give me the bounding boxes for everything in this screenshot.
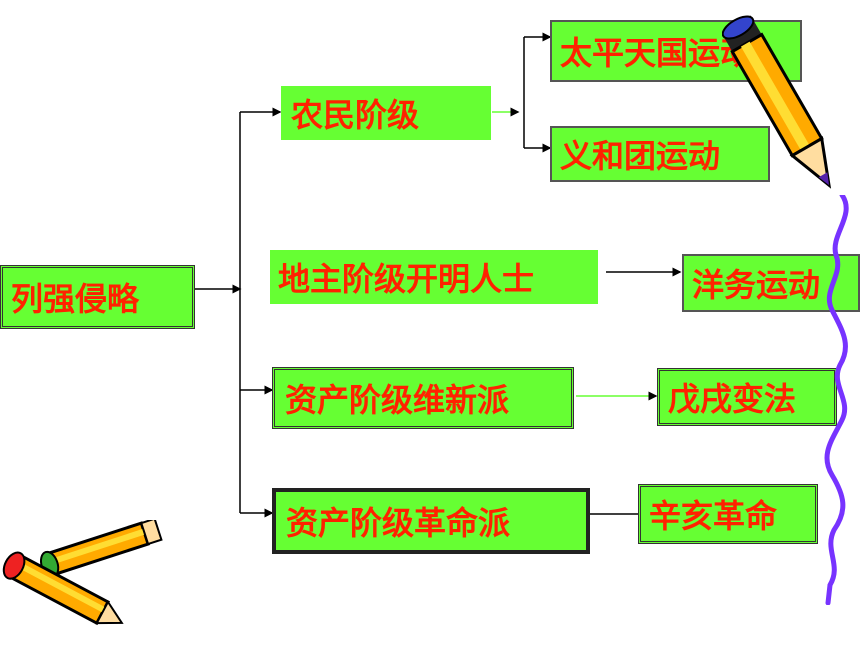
class-box-reformist: 资产阶级维新派 — [272, 367, 574, 429]
crossed-pencils-icon — [2, 520, 163, 626]
result-label-taiping: 太平天国运动 — [560, 34, 753, 72]
result-label-xinhai: 辛亥革命 — [649, 497, 778, 535]
squiggle-line-icon — [824, 195, 849, 605]
result-label-selfstrengthening: 洋务运动 — [692, 266, 821, 304]
class-box-peasant: 农民阶级 — [281, 86, 491, 140]
result-label-boxer: 义和团运动 — [560, 137, 721, 175]
class-label-landlord: 地主阶级开明人士 — [278, 260, 535, 298]
class-label-revolutionary: 资产阶级革命派 — [286, 504, 511, 542]
root-box: 列强侵略 — [0, 265, 195, 329]
pencil-icon — [722, 15, 832, 189]
result-label-wuxu: 戊戌变法 — [668, 380, 797, 418]
class-box-landlord: 地主阶级开明人士 — [270, 250, 598, 304]
result-box-wuxu: 戊戌变法 — [657, 368, 837, 426]
result-box-boxer: 义和团运动 — [550, 126, 770, 182]
root-label: 列强侵略 — [11, 280, 140, 318]
result-box-xinhai: 辛亥革命 — [638, 484, 818, 544]
class-label-reformist: 资产阶级维新派 — [285, 381, 510, 419]
class-box-revolutionary: 资产阶级革命派 — [272, 488, 590, 554]
class-label-peasant: 农民阶级 — [291, 96, 420, 134]
